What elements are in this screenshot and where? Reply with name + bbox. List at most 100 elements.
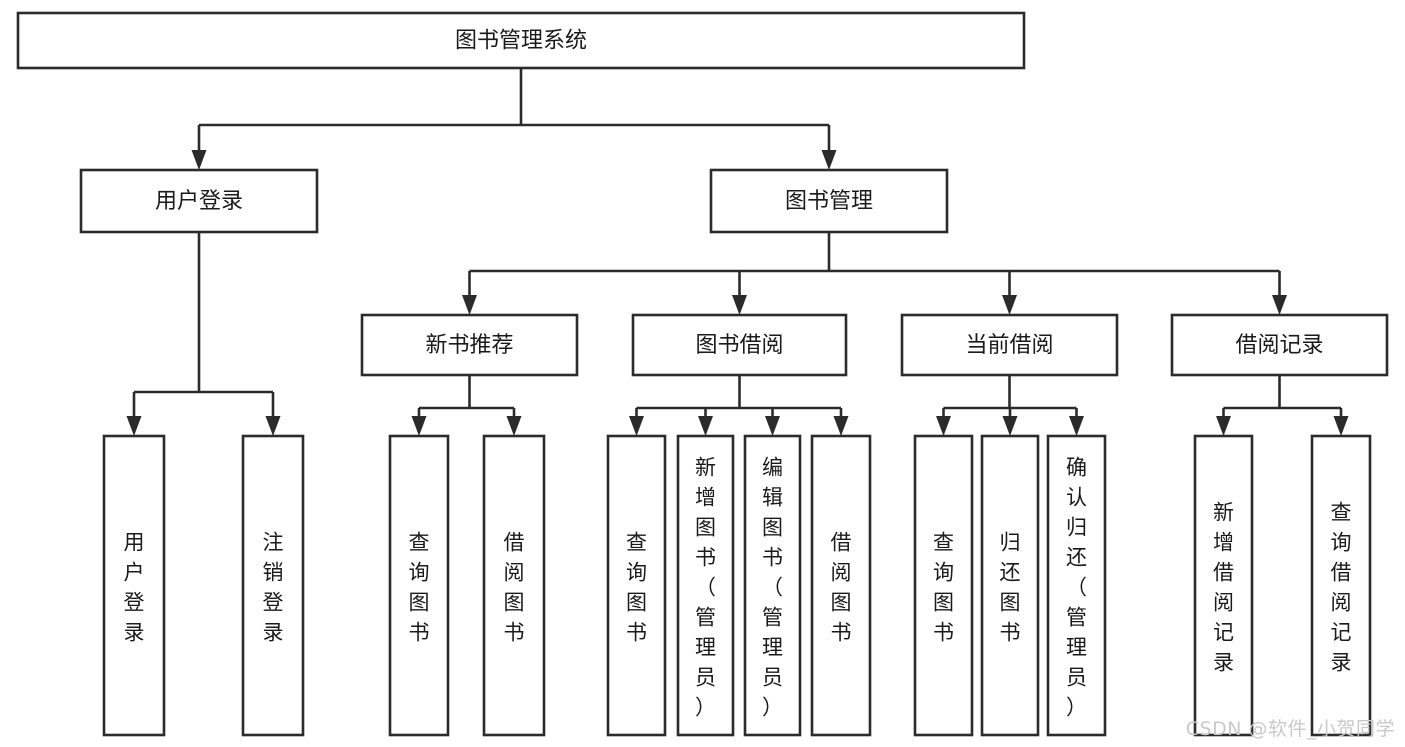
node-leaf-5-box[interactable] [676,434,735,737]
node-level2-2-label: 当前借阅 [965,333,1053,358]
node-leaf-5-label-char: 增 [695,486,716,510]
node-leaf-2-label-char: 书 [409,621,430,645]
node-leaf-6-label-char: 员 [762,666,783,690]
arrow-head [411,416,427,436]
node-level2-1[interactable]: 图书借阅 [631,313,848,377]
node-leaf-3-box[interactable] [482,434,546,737]
node-leaf-0[interactable]: 用户登录 [102,434,166,737]
node-level1-1[interactable]: 图书管理 [709,168,949,234]
node-level2-0[interactable]: 新书推荐 [360,313,579,377]
node-level1-0[interactable]: 用户登录 [79,168,319,234]
node-leaf-12-box[interactable] [1310,434,1372,737]
node-level2-2[interactable]: 当前借阅 [900,313,1119,377]
node-leaf-5-label-char: 新 [695,456,716,480]
node-leaf-2-box[interactable] [388,434,450,737]
node-leaf-5-label-char: 书 [695,546,716,570]
nodes-group: 图书管理系统用户登录图书管理新书推荐图书借阅当前借阅借阅记录用户登录注销登录查询… [16,11,1389,737]
node-leaf-0-label-char: 户 [124,561,145,585]
node-level2-1-label: 图书借阅 [695,333,783,358]
node-leaf-10-label-char: 还 [1066,546,1087,570]
node-leaf-8-label-char: 图 [933,591,954,615]
node-leaf-10-label-char: 认 [1066,486,1087,510]
node-leaf-12-label-char: 录 [1331,651,1352,675]
node-level2-3[interactable]: 借阅记录 [1170,313,1389,377]
node-leaf-8-label-char: 查 [933,531,954,555]
node-leaf-6-label-char: 理 [762,636,783,660]
node-leaf-1-label-char: 录 [263,621,284,645]
node-leaf-6-label-char: 书 [762,546,783,570]
arrow-head [462,295,477,315]
node-leaf-11-label-char: 记 [1213,621,1234,645]
node-leaf-12-label-char: 记 [1331,621,1352,645]
node-leaf-3-label-char: 书 [504,621,525,645]
node-level1-1-box[interactable] [709,168,949,234]
node-leaf-8-label-char: 询 [933,561,954,585]
node-leaf-12-label-char: 查 [1331,501,1352,525]
arrow-head [1272,295,1287,315]
node-leaf-7-box[interactable] [810,434,872,737]
node-level1-0-box[interactable] [79,168,319,234]
node-level2-0-box[interactable] [360,313,579,377]
node-level2-1-box[interactable] [631,313,848,377]
node-leaf-7-label-char: 书 [831,621,852,645]
node-leaf-4-label-char: 查 [626,531,647,555]
node-leaf-4-label-char: 图 [626,591,647,615]
node-leaf-2-label-char: 图 [409,591,430,615]
node-level2-2-box[interactable] [900,313,1119,377]
arrow-head [629,416,644,436]
node-root[interactable]: 图书管理系统 [16,11,1026,70]
node-leaf-4-box[interactable] [606,434,667,737]
node-leaf-1-label-char: 登 [263,591,284,615]
node-leaf-3-label-char: 阅 [504,561,525,585]
node-leaf-10-box[interactable] [1046,434,1107,737]
node-leaf-6-label-char: （ [762,576,783,600]
node-leaf-9-box[interactable] [980,434,1040,737]
node-leaf-11-label-char: 借 [1213,561,1234,585]
node-leaf-6-label-char: ） [762,696,783,720]
node-level2-3-label: 借阅记录 [1235,333,1323,358]
node-leaf-6-box[interactable] [743,434,802,737]
arrow-head [698,416,713,436]
node-leaf-2-label-char: 询 [409,561,430,585]
node-leaf-10-label-char: （ [1066,576,1087,600]
node-leaf-11-label-char: 阅 [1213,591,1234,615]
node-leaf-10-label-char: 员 [1066,666,1087,690]
node-leaf-8-label-char: 书 [933,621,954,645]
node-level2-3-box[interactable] [1170,313,1389,377]
node-leaf-12-label-char: 借 [1331,561,1352,585]
node-leaf-9-label-char: 书 [1000,621,1021,645]
arrow-head [191,150,207,170]
node-leaf-9-label-char: 还 [1000,561,1021,585]
node-leaf-11-label-char: 新 [1213,501,1234,525]
node-leaf-7-label-char: 图 [831,591,852,615]
arrow-head [821,150,837,170]
node-leaf-2-label-char: 查 [409,531,430,555]
arrow-head [1002,416,1018,436]
node-leaf-1-label-char: 注 [263,531,284,555]
node-leaf-5-label-char: （ [695,576,716,600]
node-leaf-1-label-char: 销 [263,561,284,585]
node-leaf-10-label-char: 理 [1066,636,1087,660]
node-leaf-8-box[interactable] [913,434,974,737]
node-leaf-5-label-char: 管 [695,606,716,630]
node-leaf-0-box[interactable] [102,434,166,737]
node-leaf-7-label-char: 阅 [831,561,852,585]
node-leaf-10-label-char: 确 [1066,456,1087,480]
arrow-head [936,416,951,436]
node-leaf-11-box[interactable] [1193,434,1254,737]
node-leaf-1-box[interactable] [241,434,305,737]
node-leaf-5-label-char: 理 [695,636,716,660]
node-root-box[interactable] [16,11,1026,70]
